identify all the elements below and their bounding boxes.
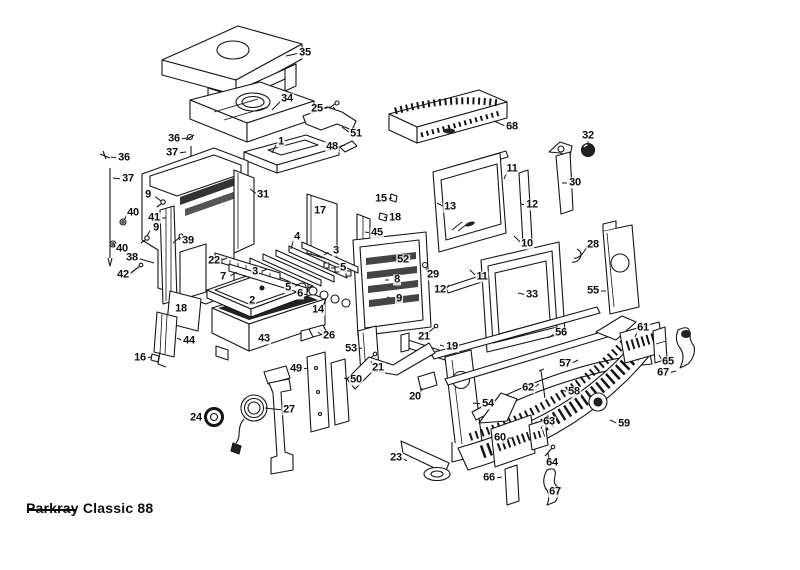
part-left-body-panel [142, 148, 248, 304]
part-callout-50: 50 [349, 373, 363, 386]
part-callout-67: 67 [548, 485, 562, 498]
part-callout-6: 6 [296, 287, 304, 300]
part-callout-40: 40 [126, 206, 140, 219]
part-callout-30: 30 [568, 176, 582, 189]
part-callout-56: 56 [554, 326, 568, 339]
part-callout-10: 10 [520, 237, 534, 250]
part-callout-21: 21 [417, 330, 431, 343]
part-callout-34: 34 [280, 92, 294, 105]
part-callout-40: 40 [115, 242, 129, 255]
part-callout-9: 9 [395, 292, 403, 305]
part-back-shelf [244, 135, 339, 173]
part-inner-liner [234, 170, 254, 253]
part-callout-59: 59 [617, 417, 631, 430]
part-callout-54: 54 [481, 397, 495, 410]
part-callout-16: 16 [133, 351, 147, 364]
part-callout-15: 15 [374, 192, 388, 205]
part-flue-canopy [389, 90, 507, 143]
part-callout-13: 13 [443, 200, 457, 213]
part-callout-37: 37 [121, 172, 135, 185]
part-callout-4: 4 [293, 230, 301, 243]
part-callout-57: 57 [558, 357, 572, 370]
part-callout-5: 5 [339, 261, 347, 274]
part-firebrick-left [151, 291, 201, 367]
part-callout-35: 35 [298, 46, 312, 59]
part-callout-31: 31 [256, 188, 270, 201]
part-callout-18: 18 [174, 302, 188, 315]
part-callout-44: 44 [182, 334, 196, 347]
part-top-plate-casting [190, 82, 314, 142]
part-callout-12: 12 [525, 198, 539, 211]
part-callout-1: 1 [277, 135, 285, 148]
part-callout-42: 42 [116, 268, 130, 281]
part-callout-67: 67 [656, 366, 670, 379]
part-callout-45: 45 [370, 226, 384, 239]
part-callout-68: 68 [505, 120, 519, 133]
part-callout-22: 22 [207, 254, 221, 267]
part-callout-51: 51 [349, 127, 363, 140]
part-callout-52: 52 [396, 253, 410, 266]
part-callout-5: 5 [284, 281, 292, 294]
part-callout-21: 21 [371, 361, 385, 374]
part-callout-49: 49 [289, 362, 303, 375]
part-callout-53: 53 [344, 342, 358, 355]
part-callout-63: 63 [542, 415, 556, 428]
part-callout-58: 58 [567, 385, 581, 398]
part-callout-27: 27 [282, 403, 296, 416]
part-callout-9: 9 [152, 221, 160, 234]
part-callout-37: 37 [165, 146, 179, 159]
part-callout-20: 20 [408, 390, 422, 403]
part-callout-43: 43 [257, 332, 271, 345]
diagram-title: Parkray Classic 88 [26, 500, 154, 516]
part-callout-3: 3 [251, 265, 259, 278]
part-callout-36: 36 [117, 151, 131, 164]
part-callout-41: 41 [147, 211, 161, 224]
part-support-strips [307, 326, 379, 432]
part-callout-36: 36 [167, 132, 181, 145]
part-callout-48: 48 [325, 140, 339, 153]
part-callout-11: 11 [505, 162, 519, 175]
part-callout-11: 11 [475, 270, 489, 283]
part-side-bracket-panel [603, 221, 639, 314]
part-callout-28: 28 [586, 238, 600, 251]
part-callout-66: 66 [482, 471, 496, 484]
retaining-clips [379, 194, 397, 221]
part-callout-12: 12 [433, 283, 447, 296]
part-callout-23: 23 [389, 451, 403, 464]
part-callout-26: 26 [322, 329, 336, 342]
part-callout-17: 17 [313, 204, 327, 217]
part-callout-32: 32 [581, 129, 595, 142]
title-strike-mark [27, 509, 76, 511]
part-callout-18: 18 [388, 211, 402, 224]
part-callout-62: 62 [521, 381, 535, 394]
part-inner-door [353, 232, 431, 336]
part-callout-60: 60 [493, 431, 507, 444]
part-callout-19: 19 [445, 340, 459, 353]
part-callout-61: 61 [636, 321, 650, 334]
part-callout-14: 14 [311, 303, 325, 316]
part-callout-9: 9 [144, 188, 152, 201]
part-callout-3: 3 [332, 244, 340, 257]
part-callout-39: 39 [181, 234, 195, 247]
part-callout-38: 38 [125, 251, 139, 264]
part-callout-24: 24 [189, 411, 203, 424]
part-right-strips [653, 327, 694, 368]
part-callout-29: 29 [426, 268, 440, 281]
part-callout-65: 65 [661, 355, 675, 368]
part-callout-55: 55 [586, 284, 600, 297]
part-callout-33: 33 [525, 288, 539, 301]
part-callout-64: 64 [545, 456, 559, 469]
part-callout-2: 2 [248, 294, 256, 307]
part-thermostat [206, 366, 294, 474]
part-callout-25: 25 [310, 102, 324, 115]
part-callout-8: 8 [393, 273, 401, 286]
part-callout-7: 7 [219, 270, 227, 283]
